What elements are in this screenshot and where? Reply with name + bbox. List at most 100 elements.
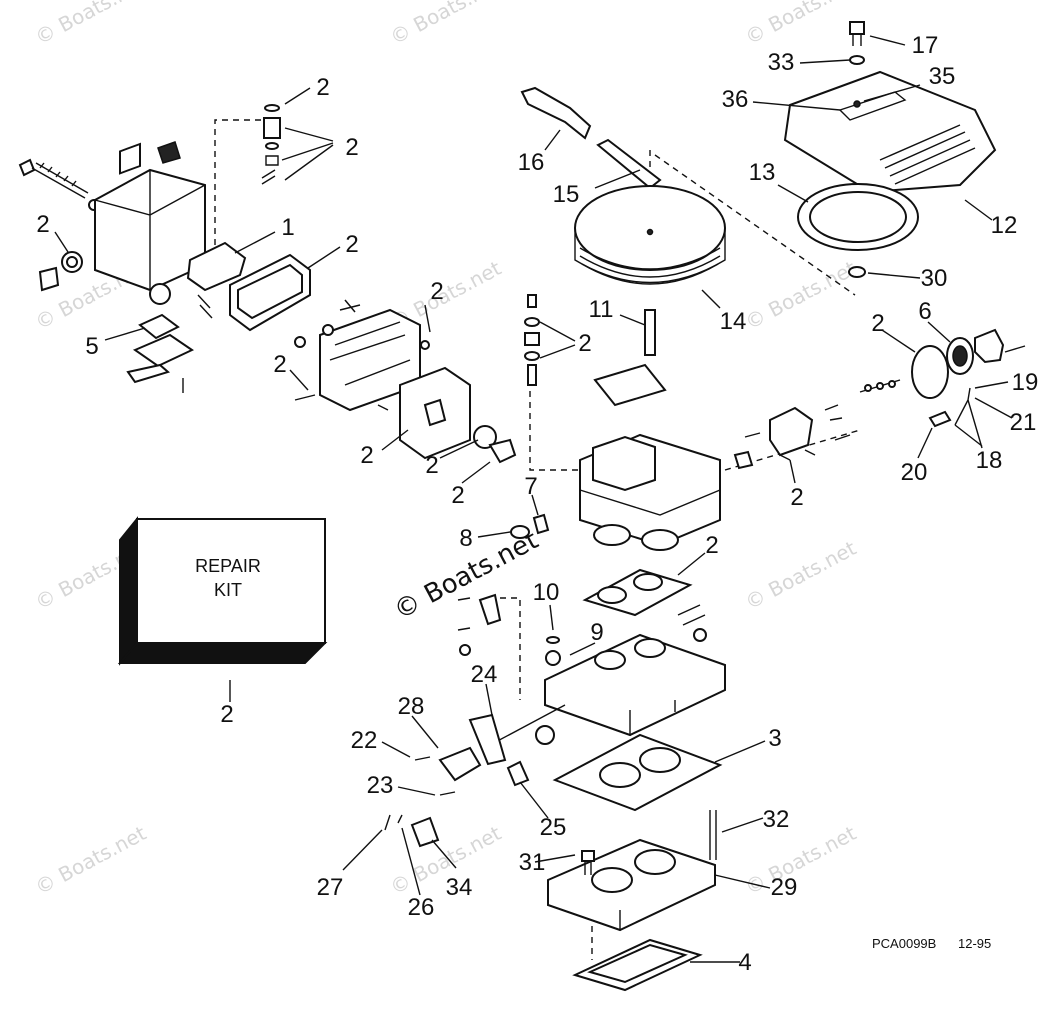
repair-kit-line2: KIT <box>214 580 242 600</box>
callout-10: 10 <box>533 579 560 606</box>
callout-2: 2 <box>451 482 464 509</box>
baffle <box>593 363 667 407</box>
mixture-screw-9 <box>545 650 561 666</box>
callout-16: 16 <box>518 149 545 176</box>
flame-arrestor-assembly <box>783 21 997 278</box>
fitting-gasket <box>264 104 280 112</box>
callout-35: 35 <box>929 63 956 90</box>
callout-33: 33 <box>768 49 795 76</box>
callout-25: 25 <box>540 814 567 841</box>
callout-1: 1 <box>281 214 294 241</box>
callout-34: 34 <box>446 874 473 901</box>
choke-assembly <box>733 328 1026 470</box>
callout-labels: 2 2 2 1 2 5 2 2 2 2 2 2 7 8 2 2 2 10 9 2… <box>36 32 1038 976</box>
callout-8: 8 <box>459 525 472 552</box>
bowl-clip <box>157 141 181 164</box>
needle-seat <box>488 438 517 464</box>
callout-20: 20 <box>901 459 928 486</box>
callout-21: 21 <box>1010 409 1037 436</box>
repair-kit-line1: REPAIR <box>195 556 261 576</box>
callout-2: 2 <box>578 330 591 357</box>
drawing-info: PCA0099B 12-95 <box>872 936 991 951</box>
throttle-body-assembly <box>384 568 726 992</box>
throttle-plate <box>535 725 555 745</box>
callout-6: 6 <box>918 298 931 325</box>
callout-32: 32 <box>763 806 790 833</box>
watermark: © Boats.net <box>741 536 860 615</box>
callout-2: 2 <box>790 484 803 511</box>
sight-plug <box>38 266 60 292</box>
carburetor-main <box>510 86 726 551</box>
choke-rod <box>928 410 952 428</box>
pump-lever <box>126 363 171 384</box>
callout-2: 2 <box>425 452 438 479</box>
o-ring <box>510 525 530 539</box>
callout-29: 29 <box>771 874 798 901</box>
callout-2: 2 <box>36 211 49 238</box>
callout-12: 12 <box>991 212 1018 239</box>
float-pin <box>149 283 171 305</box>
bowl-bolt <box>18 158 36 177</box>
callout-2: 2 <box>871 310 884 337</box>
callout-19: 19 <box>1012 369 1039 396</box>
callout-15: 15 <box>553 181 580 208</box>
callout-18: 18 <box>976 447 1003 474</box>
callout-2: 2 <box>345 231 358 258</box>
callout-2: 2 <box>430 278 443 305</box>
choke-cover <box>974 328 1005 364</box>
stud <box>644 309 656 356</box>
callout-2: 2 <box>360 442 373 469</box>
fuel-bowl-assembly <box>18 104 281 393</box>
throttle-linkage <box>438 746 482 782</box>
callout-5: 5 <box>85 333 98 360</box>
leader-lines <box>54 35 1013 963</box>
cover-washer <box>849 55 865 65</box>
callout-27: 27 <box>317 874 344 901</box>
callout-26: 26 <box>408 894 435 921</box>
callout-4: 4 <box>738 949 751 976</box>
accel-pump-diaphragm <box>138 313 180 340</box>
accel-pump-cover <box>132 333 195 368</box>
callout-22: 22 <box>351 727 378 754</box>
cover-screw <box>849 21 865 35</box>
callout-2: 2 <box>316 74 329 101</box>
callout-17: 17 <box>912 32 939 59</box>
pivot-pin <box>532 513 550 535</box>
watermark: © Boats.net <box>31 821 150 900</box>
metering-block-assembly <box>229 253 517 464</box>
watermark: © Boats.net <box>386 0 505 49</box>
choke-housing <box>769 406 814 457</box>
throttle-lever <box>468 713 507 766</box>
spacer <box>547 838 716 932</box>
watermark: © Boats.net <box>741 256 860 335</box>
float <box>186 241 247 292</box>
needle-seat-gasket <box>473 425 497 449</box>
callout-31: 31 <box>519 849 546 876</box>
callout-2: 2 <box>220 701 233 728</box>
vent-tube <box>520 86 592 140</box>
callout-23: 23 <box>367 772 394 799</box>
callout-7: 7 <box>524 473 537 500</box>
callout-24: 24 <box>471 661 498 688</box>
drawing-date: 12-95 <box>958 936 991 951</box>
watermark: © Boats.net <box>31 0 150 49</box>
watermark: © Boats.net <box>741 821 860 900</box>
callout-36: 36 <box>722 86 749 113</box>
callout-11: 11 <box>589 296 614 323</box>
callout-3: 3 <box>768 725 781 752</box>
callout-13: 13 <box>749 159 776 186</box>
callout-14: 14 <box>720 308 747 335</box>
inlet-fitting <box>263 117 281 139</box>
callout-9: 9 <box>590 619 603 646</box>
callout-30: 30 <box>921 265 948 292</box>
mixture-spring-10 <box>546 636 560 644</box>
repair-kit-box: REPAIR KIT <box>117 516 328 666</box>
watermark: © Boats.net <box>741 0 860 49</box>
callout-28: 28 <box>398 693 425 720</box>
callout-2: 2 <box>705 532 718 559</box>
callout-2: 2 <box>345 134 358 161</box>
choke-gasket <box>911 345 949 399</box>
drawing-code: PCA0099B <box>872 936 936 951</box>
nut-30 <box>848 266 866 278</box>
